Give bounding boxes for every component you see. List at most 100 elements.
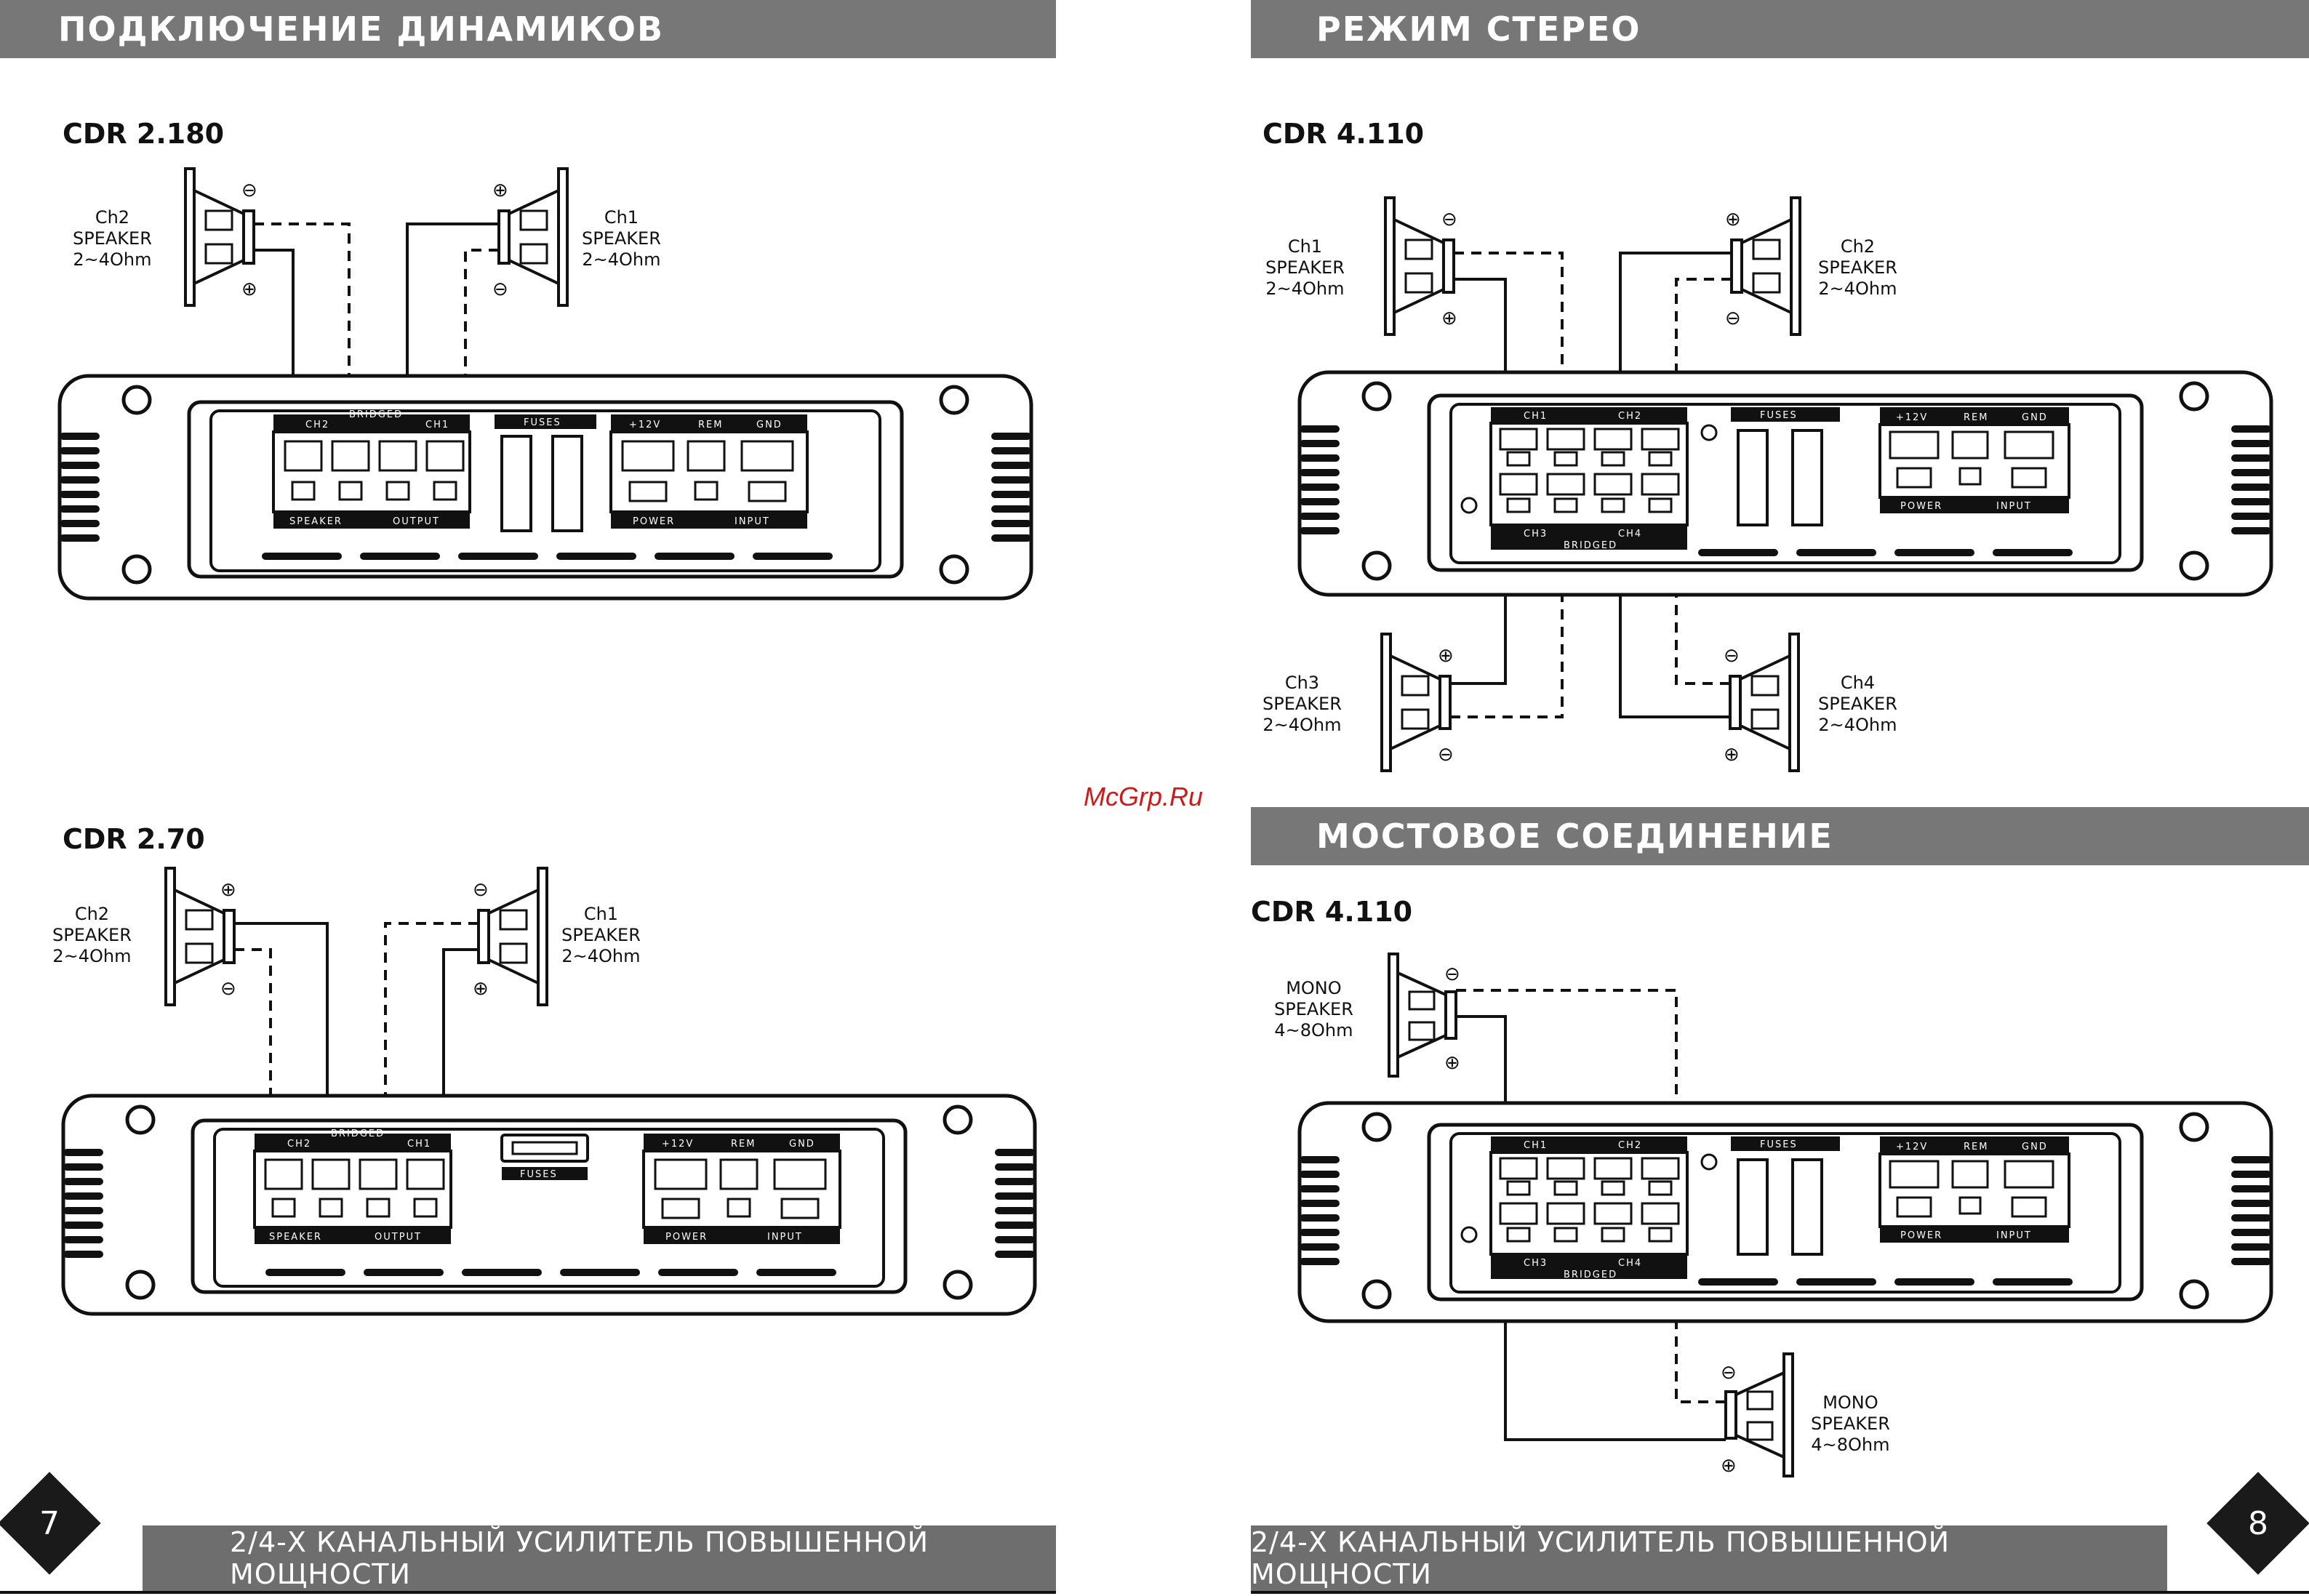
wire-ch2-neg [1675, 278, 1732, 414]
speaker-ch1-icon [497, 167, 569, 307]
amplifier-cdr-4-110-stereo: CH1 CH2 CH3 CH4 BRIDGED FUSES +12V REM G… [1297, 370, 2273, 597]
speaker-label-line: Ch1 [604, 207, 639, 228]
plus12v-label: +12V [1896, 1142, 1928, 1152]
speaker-ch2-label: Ch2 SPEAKER 2~4Ohm [1818, 236, 1897, 300]
ch4-terminal-label: CH4 [1618, 529, 1642, 540]
speaker-label-line: 2~4Ohm [1265, 278, 1345, 299]
gnd-label: GND [789, 1139, 815, 1150]
ch3-minus-icon: ⊖ [1438, 744, 1454, 766]
fuses-label: FUSES [520, 1169, 558, 1180]
ch2-plus-icon: ⊕ [241, 278, 257, 300]
speaker-label-line: SPEAKER [1818, 257, 1897, 278]
mono-top-plus-icon: ⊕ [1444, 1052, 1460, 1074]
ch1-terminal-label: CH1 [1524, 411, 1548, 422]
speaker-ch3-icon [1380, 633, 1452, 772]
fuses-label: FUSES [1760, 410, 1798, 421]
speaker-label-line: Ch3 [1284, 673, 1320, 693]
stereo-header-text: РЕЖИМ СТЕРЕО [1316, 9, 1641, 49]
speaker-label-line: Ch1 [1287, 236, 1323, 257]
speaker-ch2-icon [164, 867, 236, 1006]
speaker-label-line: Ch4 [1840, 673, 1876, 693]
speaker-label-line: 2~4Ohm [582, 249, 661, 270]
diagram-bridge: ⊖ ⊕ ⊖ ⊕ [1388, 953, 1794, 1477]
left-footer-bar: 2/4-Х КАНАЛЬНЫЙ УСИЛИТЕЛЬ ПОВЫШЕННОЙ МОЩ… [143, 1525, 1056, 1591]
fuses-label: FUSES [1760, 1139, 1798, 1150]
ch2-terminal-label: CH2 [305, 420, 329, 430]
wire-ch1-neg [384, 922, 479, 1121]
rem-label: REM [731, 1139, 756, 1150]
ch1-minus-icon: ⊖ [1441, 209, 1457, 230]
speaker-output-label: SPEAKER [269, 1232, 322, 1243]
rem-label: REM [698, 420, 723, 430]
left-header-text: ПОДКЛЮЧЕНИЕ ДИНАМИКОВ [58, 9, 665, 49]
diagram-cdr-2-180: ⊖ ⊕ ⊕ ⊖ [184, 167, 569, 422]
wire-ch1-neg [1454, 252, 1564, 414]
speaker-ch3-label: Ch3 SPEAKER 2~4Ohm [1262, 673, 1342, 736]
plus12v-label: +12V [629, 420, 661, 430]
page-number-right: 8 [2248, 1504, 2268, 1542]
mono-speaker-bottom-icon [1724, 1352, 1794, 1477]
page-number-badge-right: 8 [2206, 1472, 2309, 1575]
speaker-ch1-label: Ch1 SPEAKER 2~4Ohm [582, 207, 661, 270]
speaker-label-line: 4~8Ohm [1811, 1435, 1890, 1455]
ch1-terminal-label: CH1 [407, 1139, 431, 1150]
bridged-label: BRIDGED [331, 1128, 385, 1139]
wire-ch1-pos [442, 948, 479, 1121]
left-footer-text: 2/4-Х КАНАЛЬНЫЙ УСИЛИТЕЛЬ ПОВЫШЕННОЙ МОЩ… [230, 1526, 929, 1590]
diagram-stereo: ⊖ ⊕ ⊕ ⊖ ⊕ ⊖ ⊖ ⊕ [1380, 196, 1801, 772]
right-footer-bar: 2/4-Х КАНАЛЬНЫЙ УСИЛИТЕЛЬ ПОВЫШЕННОЙ МОЩ… [1251, 1525, 2167, 1591]
gnd-label: GND [2022, 412, 2048, 423]
wire-ch1-pos [1454, 278, 1507, 414]
speaker-label-line: 2~4Ohm [1262, 715, 1342, 735]
amplifier-cdr-4-110-bridge: CH1 CH2 CH3 CH4 BRIDGED FUSES +12V REM G… [1297, 1101, 2273, 1323]
bridged-label: BRIDGED [1564, 1270, 1617, 1280]
ch2-minus-icon: ⊖ [220, 978, 236, 1000]
speaker-label-line: 2~4Ohm [52, 946, 132, 966]
speaker-label-line: MONO [1822, 1392, 1878, 1413]
speaker-ch2-icon [1730, 196, 1801, 336]
mono-bottom-minus-icon: ⊖ [1721, 1362, 1737, 1384]
speaker-label-line: Ch1 [583, 904, 619, 924]
bridge-header-text: МОСТОВОЕ СОЕДИНЕНИЕ [1316, 817, 1833, 856]
speaker-label-line: SPEAKER [52, 925, 132, 945]
speaker-ch1-label: Ch1 SPEAKER 2~4Ohm [1265, 236, 1345, 300]
ch1-terminal-label: CH1 [1524, 1140, 1548, 1151]
model-cdr-2-70-title: CDR 2.70 [63, 823, 205, 855]
speaker-ch2-icon [184, 167, 255, 307]
power-label: POWER [633, 516, 675, 527]
power-label: POWER [1900, 1230, 1942, 1241]
speaker-ch1-label: Ch1 SPEAKER 2~4Ohm [561, 904, 641, 967]
speaker-label-line: MONO [1286, 978, 1342, 998]
speaker-label-line: SPEAKER [1811, 1413, 1890, 1434]
speaker-label-line: Ch2 [95, 207, 130, 228]
bridged-label: BRIDGED [349, 409, 403, 420]
stereo-section-header: РЕЖИМ СТЕРЕО [1251, 0, 2309, 58]
wire-ch2-pos [1619, 252, 1732, 414]
ch1-minus-icon: ⊖ [473, 879, 489, 901]
bridge-section-header: МОСТОВОЕ СОЕДИНЕНИЕ [1251, 807, 2309, 865]
output-label: OUTPUT [375, 1232, 422, 1243]
gnd-label: GND [2022, 1142, 2048, 1152]
rem-label: REM [1964, 1142, 1988, 1152]
ch4-minus-icon: ⊖ [1724, 645, 1740, 667]
rem-label: REM [1964, 412, 1988, 423]
plus12v-label: +12V [1896, 412, 1928, 423]
speaker-ch2-label: Ch2 SPEAKER 2~4Ohm [73, 207, 152, 270]
input-label: INPUT [735, 516, 770, 527]
speaker-label-line: 2~4Ohm [1818, 715, 1897, 735]
speaker-label-line: 2~4Ohm [1818, 278, 1897, 299]
wire-bridge-pos-bottom [1504, 1302, 1726, 1441]
ch3-terminal-label: CH3 [1524, 529, 1548, 540]
mono-bottom-plus-icon: ⊕ [1721, 1455, 1737, 1477]
page-number-badge-left: 7 [0, 1472, 101, 1575]
speaker-label-line: 2~4Ohm [561, 946, 641, 966]
ch2-terminal-label: CH2 [1618, 1140, 1642, 1151]
speaker-output-label: SPEAKER [289, 516, 343, 527]
ch2-terminal-label: CH2 [1618, 411, 1642, 422]
ch2-minus-icon: ⊖ [1725, 308, 1741, 329]
output-label: OUTPUT [393, 516, 440, 527]
ch4-terminal-label: CH4 [1618, 1258, 1642, 1269]
wire-ch4-pos [1619, 538, 1730, 718]
speaker-label-line: SPEAKER [1265, 257, 1345, 278]
power-label: POWER [665, 1232, 708, 1243]
